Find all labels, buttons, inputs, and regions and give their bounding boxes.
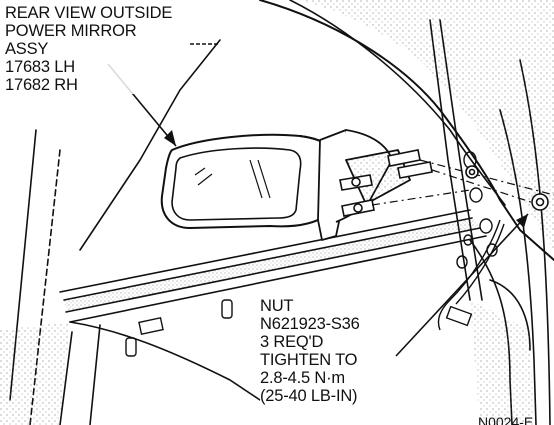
mirror-label-line: 17682 RH [5,76,78,94]
nut-label-line: (25-40 LB-IN) [260,387,358,405]
nut-label-line: 3 REQ'D [260,333,324,351]
nut-spec-label: NUT N621923-S36 3 REQ'D TIGHTEN TO 2.8-4… [260,297,360,405]
centerlines [371,159,554,206]
mirror-label-line: REAR VIEW OUTSIDE [5,4,173,22]
nut-leader [395,213,529,357]
mirror-label-line: ASSY [5,40,49,58]
nut-label-line: 2.8-4.5 N·m [260,369,345,387]
figure-number: N0024-E [478,414,534,425]
mounting-studs [339,149,433,217]
nut-label-line: N621923-S36 [260,315,360,333]
mirror-label-line: POWER MIRROR [5,22,137,40]
nut-label-line: NUT [260,297,294,315]
mirror-assembly-label: REAR VIEW OUTSIDE POWER MIRROR ASSY 1768… [5,4,172,94]
mirror-head [160,133,343,229]
wire-harness [437,219,505,331]
mirror-label-line: 17683 LH [5,58,75,76]
door-holes [125,151,498,357]
mirror-base [317,129,411,241]
nut [465,165,549,211]
nut-label-line: TIGHTEN TO [260,351,358,369]
